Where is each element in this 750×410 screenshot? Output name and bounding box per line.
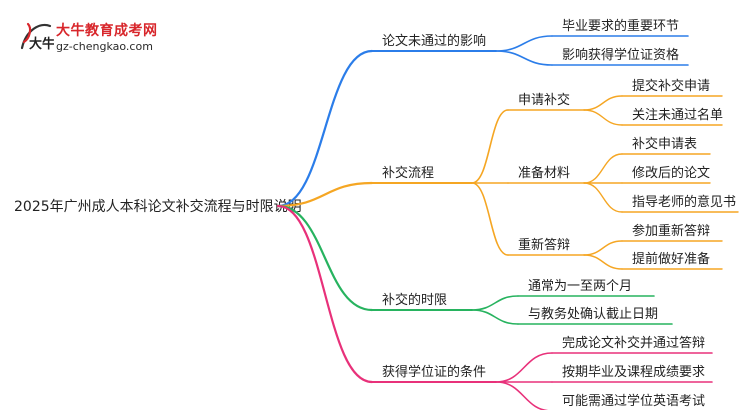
branch-connector [276,49,374,208]
leaf-label: 可能需通过学位英语考试 [562,393,705,409]
sub-connector [495,352,553,383]
leaf-connector [583,240,623,256]
leaf-label: 与教务处确认截止日期 [528,306,658,322]
sub-branch-label: 重新答辩 [518,237,570,253]
branch-connector [276,181,374,208]
leaf-connector [583,153,623,184]
site-logo: 大牛 大牛教育成考网 gz-chengkao.com [18,18,168,56]
branch-label: 补交流程 [382,165,434,181]
branch-connector [276,204,374,384]
leaf-label: 提前做好准备 [632,251,710,267]
logo-mark-icon: 大牛 [20,22,54,52]
leaf-label: 影响获得学位证资格 [562,47,679,63]
sub-connector [495,381,551,410]
leaf-label: 完成论文补交并通过答辩 [562,335,705,351]
sub-connector [471,295,519,311]
leaf-connector [583,254,623,270]
leaf-connector [583,95,623,111]
branch-label: 获得学位证的条件 [382,364,486,380]
leaf-label: 修改后的论文 [632,165,710,181]
logo-url: gz-chengkao.com [56,40,153,53]
leaf-label: 提交补交申请 [632,78,710,94]
sub-connector [471,182,509,256]
sub-connector [471,309,519,325]
sub-branch-label: 申请补交 [518,92,570,108]
sub-connector [471,109,509,184]
leaf-label: 按期毕业及课程成绩要求 [562,365,705,380]
leaf-label: 毕业要求的重要环节 [562,18,679,34]
leaf-label: 补交申请表 [632,136,697,152]
leaf-connector [583,109,623,126]
logo-mark-text: 大牛 [29,36,54,52]
sub-branch-label: 准备材料 [518,165,570,181]
leaf-label: 指导老师的意见书 [632,194,736,210]
leaf-label: 通常为一至两个月 [528,279,632,294]
leaf-label: 关注未通过名单 [632,107,723,123]
sub-connector [495,35,553,52]
logo-title: 大牛教育成考网 [56,23,158,39]
sub-connector [495,50,553,66]
branch-label: 论文未通过的影响 [382,33,486,49]
branch-label: 补交的时限 [382,292,447,308]
branch-connector [276,204,374,312]
leaf-connector [583,182,623,213]
leaf-label: 参加重新答辩 [632,223,710,239]
root-topic: 2025年广州成人本科论文补交流程与时限说明 [14,198,302,215]
